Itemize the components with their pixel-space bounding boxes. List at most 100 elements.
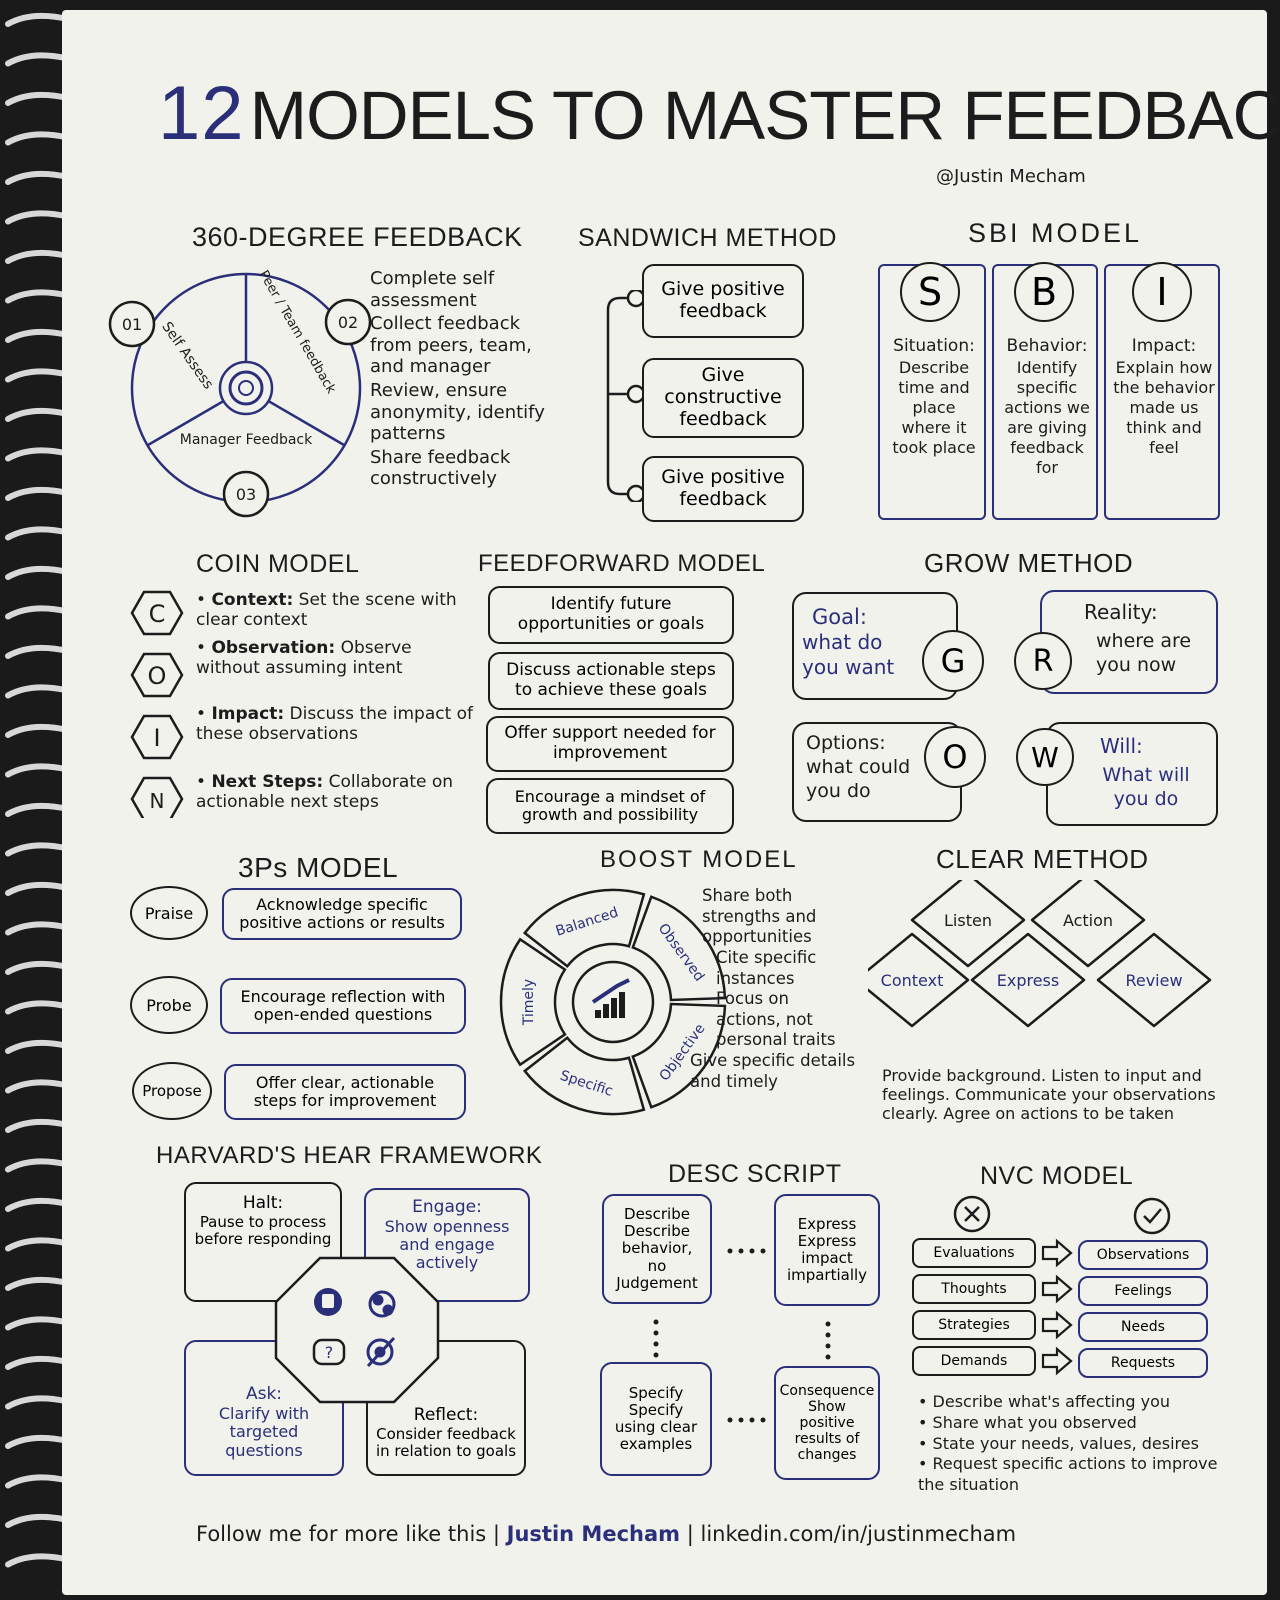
hear-reflect-text: Consider feedback in relation to goals xyxy=(375,1424,517,1460)
p3-probe: Probe Encourage reflection with open-end… xyxy=(130,976,470,1038)
footer-divider-2: | xyxy=(686,1522,701,1546)
coin-item-i: • Impact: Discuss the impact of these ob… xyxy=(196,704,474,745)
sbi-col-b: B Behavior: Identify specific actions we… xyxy=(992,262,1098,520)
hear-pause-icon xyxy=(314,1288,342,1316)
hear-halt-label: Halt: xyxy=(242,1193,284,1213)
author-handle: @Justin Mecham xyxy=(936,166,1086,187)
nvc-check-icon xyxy=(1133,1197,1171,1235)
m360-bullet-2: Collect feedback from peers, team, and m… xyxy=(370,313,532,378)
footer-name[interactable]: Justin Mecham xyxy=(506,1522,681,1546)
boost-bullet-4: Give specific details and timely xyxy=(690,1051,856,1091)
sbi-col-s: S Situation: Describe time and place whe… xyxy=(878,262,986,520)
boost-segment xyxy=(631,895,727,1002)
hear-question-icon: ? xyxy=(312,1338,346,1366)
desc-describe-text: Describe behavior, no Judgement xyxy=(616,1222,698,1292)
hear-engage-text: Show openness and engage actively xyxy=(384,1216,510,1273)
feedforward-title: FEEDFORWARD MODEL xyxy=(478,550,766,577)
m360-seg-manager: Manager Feedback xyxy=(180,432,313,448)
coin-letter-n: N xyxy=(150,789,165,813)
p3-propose-text: Offer clear, actionable steps for improv… xyxy=(224,1064,466,1120)
m360-num-01: 01 xyxy=(122,315,142,334)
desc-title: DESC SCRIPT xyxy=(668,1160,842,1188)
hear-reflect-icon xyxy=(366,1336,396,1368)
desc-consequence-text: Show positive results of changes xyxy=(794,1398,860,1464)
sbi-title: SBI MODEL xyxy=(968,218,1143,248)
hear-halt-text: Pause to process before responding xyxy=(194,1212,332,1248)
sbi-letter-s: S xyxy=(900,262,960,322)
coin-letter-c: C xyxy=(149,600,166,628)
clear-title: CLEAR METHOD xyxy=(936,844,1149,874)
grow-will-text: What will you do xyxy=(1102,764,1190,810)
grow-reality-label: Reality: xyxy=(1084,600,1158,624)
sbi-text-i: Explain how the behavior made us think a… xyxy=(1113,358,1215,457)
grow-letter-w: W xyxy=(1016,728,1074,786)
p3-praise: Praise Acknowledge specific positive act… xyxy=(130,886,470,948)
clear-diamond xyxy=(1096,932,1212,1028)
footer: Follow me for more like this | Justin Me… xyxy=(196,1522,1016,1546)
sandwich-step-3: Give positive feedback xyxy=(642,456,804,522)
clear-diamond-label: Review xyxy=(1125,971,1182,990)
coin-text-o: Observe without assuming intent xyxy=(196,638,412,679)
growth-chart-icon xyxy=(591,978,630,1018)
m360-wheel: 01 02 03 Self Assess Peer / Team feedbac… xyxy=(108,268,372,518)
coin-text-n: Collaborate on actionable next steps xyxy=(196,772,454,813)
hear-reflect-label: Reflect: xyxy=(413,1404,479,1425)
arrow-right-icon xyxy=(1041,1346,1073,1376)
feedforward-item-2: Discuss actionable steps to achieve thes… xyxy=(488,652,734,710)
clear-diamond xyxy=(1030,880,1146,968)
clear-diamond xyxy=(970,932,1086,1028)
sbi-label-b: Behavior: xyxy=(1006,336,1088,356)
feedforward-item-4: Encourage a mindset of growth and possib… xyxy=(486,778,734,834)
nvc-x-icon xyxy=(953,1195,991,1233)
boost-segment xyxy=(522,1035,646,1116)
nvc-bullets: • Describe what's affecting you • Share … xyxy=(918,1392,1218,1496)
sbi-col-i: I Impact: Explain how the behavior made … xyxy=(1104,262,1220,520)
footer-divider-1: | xyxy=(492,1522,507,1546)
coin-title: COIN MODEL xyxy=(196,550,360,578)
footer-link[interactable]: linkedin.com/in/justinmecham xyxy=(700,1522,1017,1546)
desc-express-label: Express xyxy=(797,1214,857,1233)
coin-label-c: Context: xyxy=(211,590,294,610)
arrow-right-icon xyxy=(1041,1310,1073,1340)
boost-bullet-3: Focus on actions, not personal traits xyxy=(716,989,836,1050)
p3-propose-label: Propose xyxy=(132,1062,212,1120)
boost-segment-label: Timely xyxy=(521,979,537,1026)
boost-bullet-2: Cite specific instances xyxy=(716,947,817,988)
arrow-right-icon xyxy=(1041,1274,1073,1304)
hear-title: HARVARD'S HEAR FRAMEWORK xyxy=(156,1142,543,1169)
nvc-right-item: Feelings xyxy=(1078,1276,1208,1306)
grow-letter-o: O xyxy=(924,726,986,788)
grow-title: GROW METHOD xyxy=(924,548,1134,578)
m360-bullet-4: Share feedback constructively xyxy=(370,446,511,490)
grow-will-label: Will: xyxy=(1100,734,1143,758)
clear-diamond xyxy=(910,880,1026,968)
desc-describe-label: Describe xyxy=(624,1204,690,1223)
grow-reality-text: where are you now xyxy=(1096,630,1192,676)
m360-seg-self: Self Assess xyxy=(158,319,216,392)
title-text: MODELS TO MASTER FEEDBACK xyxy=(249,77,1280,154)
nvc-title: NVC MODEL xyxy=(980,1162,1134,1190)
nvc-right-item: Observations xyxy=(1078,1240,1208,1270)
sbi-text-b: Identify specific actions we are giving … xyxy=(1004,358,1090,477)
m360-title: 360-DEGREE FEEDBACK xyxy=(192,222,523,252)
sbi-label-s: Situation: xyxy=(893,336,975,356)
coin-letter-i: I xyxy=(153,724,160,752)
grow-letter-r: R xyxy=(1014,632,1072,690)
p3-title: 3Ps MODEL xyxy=(238,852,399,883)
feedforward-item-3: Offer support needed for improvement xyxy=(486,716,734,772)
grow-letter-g: G xyxy=(922,630,984,692)
m360-num-03: 03 xyxy=(236,485,256,504)
m360-num-02: 02 xyxy=(338,313,358,332)
arrow-right-icon xyxy=(1041,1238,1073,1268)
sandwich-step-1: Give positive feedback xyxy=(642,264,804,338)
p3-praise-text: Acknowledge specific positive actions or… xyxy=(222,888,462,940)
coin-text-c: Set the scene with clear context xyxy=(196,590,457,631)
grow-options-label: Options: xyxy=(806,732,886,754)
desc-dotted-connectors xyxy=(653,1248,831,1423)
